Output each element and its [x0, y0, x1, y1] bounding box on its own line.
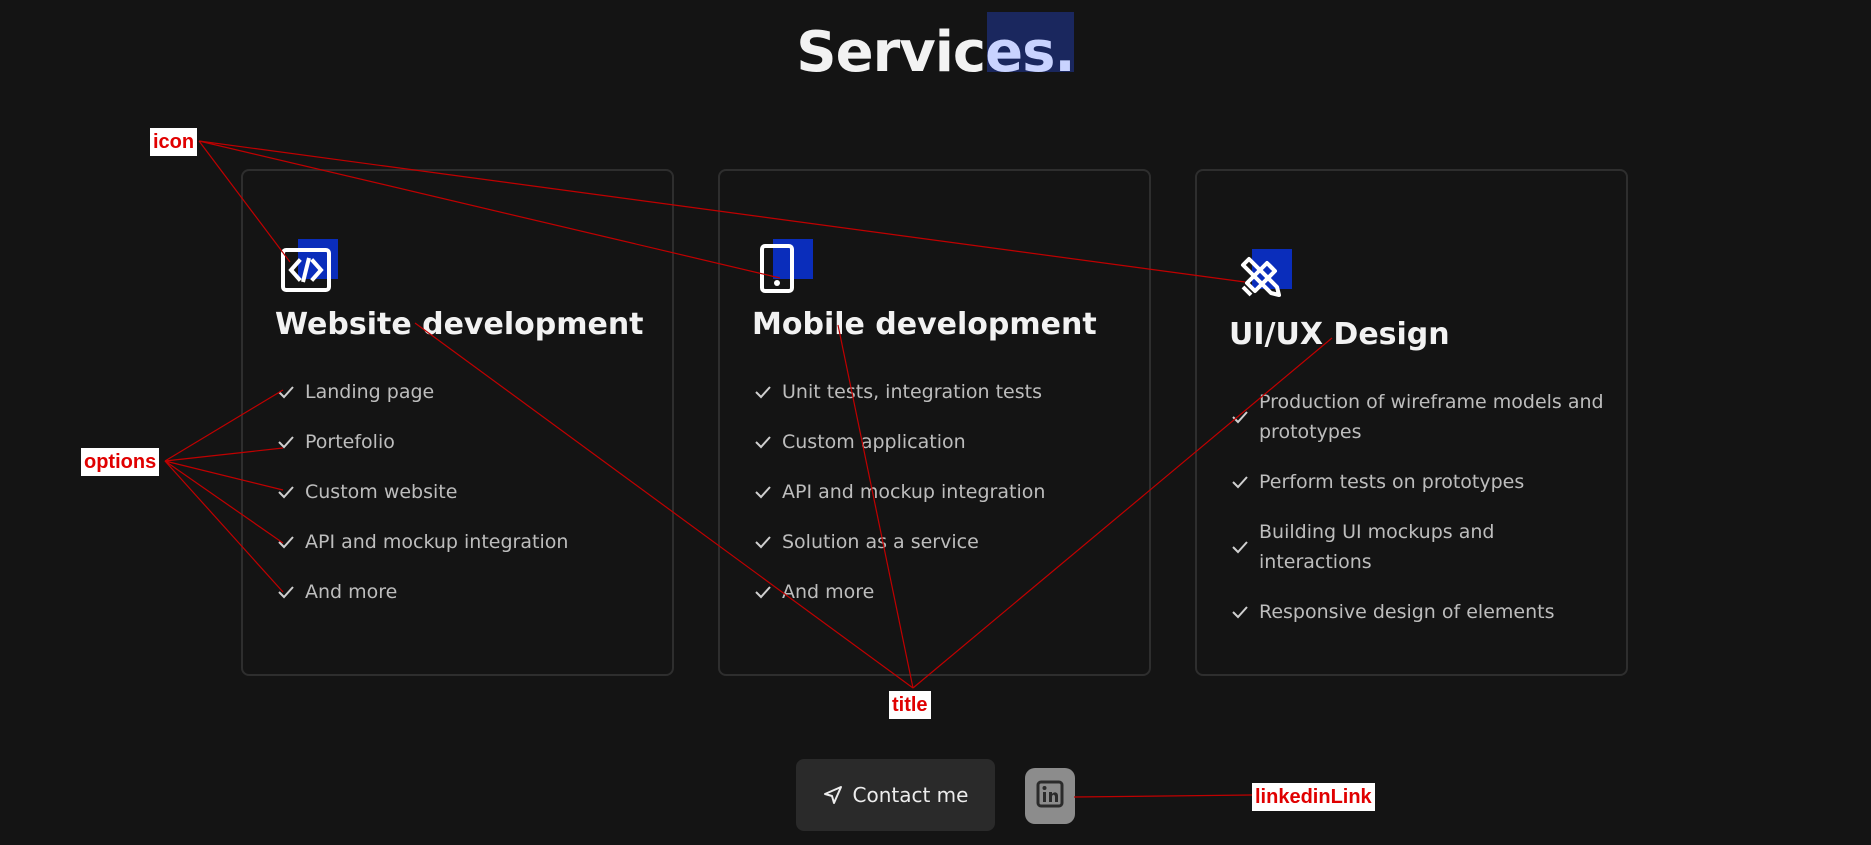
check-icon: [754, 483, 772, 501]
option-item: Unit tests, integration tests: [752, 377, 1129, 407]
option-label: Unit tests, integration tests: [782, 381, 1042, 403]
options-list: Landing page Portefolio Custom website A…: [275, 377, 652, 627]
options-list: Production of wireframe models and proto…: [1229, 387, 1606, 647]
check-icon: [1231, 473, 1249, 491]
tablet-icon: [756, 239, 813, 295]
contact-me-button[interactable]: Contact me: [796, 759, 995, 831]
check-icon: [754, 383, 772, 401]
option-label: Custom website: [305, 481, 458, 503]
service-card-website: Website development Landing page Portefo…: [241, 169, 674, 676]
check-icon: [277, 433, 295, 451]
option-label: API and mockup integration: [305, 531, 569, 553]
annotation-linkedin-label: linkedinLink: [1252, 783, 1375, 811]
check-icon: [277, 533, 295, 551]
option-item: Portefolio: [275, 427, 652, 457]
option-label: Building UI mockups and interactions: [1259, 521, 1495, 573]
card-title: Website development: [275, 307, 644, 342]
option-item: And more: [275, 577, 652, 607]
option-label: And more: [782, 581, 875, 603]
options-list: Unit tests, integration tests Custom app…: [752, 377, 1129, 627]
option-label: Perform tests on prototypes: [1259, 471, 1525, 493]
option-label: Custom application: [782, 431, 966, 453]
annotation-title-label: title: [889, 691, 931, 719]
option-label: Responsive design of elements: [1259, 601, 1555, 623]
option-item: API and mockup integration: [275, 527, 652, 557]
option-label: API and mockup integration: [782, 481, 1046, 503]
check-icon: [754, 533, 772, 551]
option-item: Custom application: [752, 427, 1129, 457]
option-label: Solution as a service: [782, 531, 979, 553]
linkedin-icon: [1036, 780, 1064, 812]
option-item: Perform tests on prototypes: [1229, 467, 1606, 497]
code-icon: [279, 239, 338, 295]
option-item: Landing page: [275, 377, 652, 407]
annotation-options-label: options: [81, 448, 160, 476]
option-item: Solution as a service: [752, 527, 1129, 557]
option-label: Landing page: [305, 381, 435, 403]
send-icon: [823, 785, 843, 805]
check-icon: [277, 383, 295, 401]
service-card-mobile: Mobile development Unit tests, integrati…: [718, 169, 1151, 676]
check-icon: [1231, 538, 1249, 556]
option-item: And more: [752, 577, 1129, 607]
option-item: Production of wireframe models and proto…: [1229, 387, 1606, 447]
design-tools-icon: [1233, 249, 1292, 305]
heading-wrap: Services.: [0, 20, 1871, 85]
annotation-icon-label: icon: [150, 128, 198, 156]
page-title: Services.: [796, 20, 1076, 85]
card-title: UI/UX Design: [1229, 317, 1450, 352]
check-icon: [1231, 408, 1249, 426]
service-card-design: UI/UX Design Production of wireframe mod…: [1195, 169, 1628, 676]
check-icon: [277, 483, 295, 501]
option-label: Portefolio: [305, 431, 395, 453]
linkedin-link[interactable]: [1025, 768, 1075, 824]
check-icon: [754, 433, 772, 451]
contact-me-label: Contact me: [852, 783, 969, 807]
option-item: Building UI mockups and interactions: [1229, 517, 1606, 577]
option-label: And more: [305, 581, 398, 603]
heading-highlight: [987, 12, 1074, 72]
option-label: Production of wireframe models and proto…: [1259, 391, 1604, 443]
check-icon: [1231, 603, 1249, 621]
page-title-main: Servic: [796, 20, 986, 85]
card-title: Mobile development: [752, 307, 1097, 342]
check-icon: [277, 583, 295, 601]
check-icon: [754, 583, 772, 601]
option-item: Custom website: [275, 477, 652, 507]
option-item: API and mockup integration: [752, 477, 1129, 507]
page-title-tail: es.: [985, 20, 1076, 85]
option-item: Responsive design of elements: [1229, 597, 1606, 627]
